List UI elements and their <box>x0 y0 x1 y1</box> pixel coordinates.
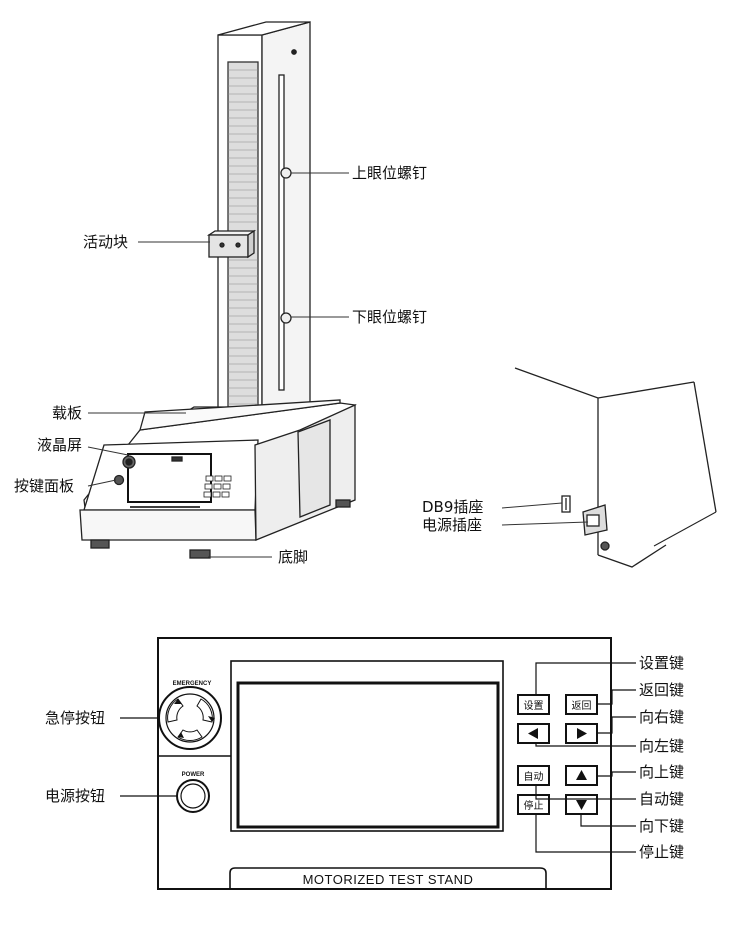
auto-key[interactable]: 自动 <box>517 765 550 786</box>
label-foot: 底脚 <box>278 548 308 566</box>
power-label: POWER <box>182 772 205 778</box>
top-callout-lines <box>87 172 589 558</box>
front-panel: MOTORIZED TEST STAND <box>157 637 612 890</box>
callout-back-key: 返回键 <box>639 681 684 699</box>
panel-callout-lines <box>120 662 636 853</box>
right-arrow-key[interactable] <box>565 723 598 744</box>
right-arrow-icon <box>577 728 587 739</box>
callout-down-key: 向下键 <box>639 817 684 835</box>
callout-left-key: 向左键 <box>639 737 684 755</box>
test-stand-illustration <box>79 21 357 559</box>
left-arrow-key[interactable] <box>517 723 550 744</box>
label-lcd-screen: 液晶屏 <box>37 436 82 454</box>
stop-key[interactable]: 停止 <box>517 794 550 815</box>
power-button[interactable]: POWER <box>176 772 210 813</box>
left-arrow-icon <box>528 728 538 739</box>
up-arrow-icon <box>576 770 587 780</box>
callout-power-button: 电源按钮 <box>45 787 105 805</box>
auto-key-label: 自动 <box>524 770 544 783</box>
callout-stop-key: 停止键 <box>639 843 684 861</box>
settings-key-label: 设置 <box>524 700 544 712</box>
label-moving-block: 活动块 <box>83 233 128 251</box>
settings-key[interactable]: 设置 <box>517 694 550 715</box>
stop-key-label: 停止 <box>524 799 544 812</box>
display-screen <box>236 681 500 829</box>
callout-emergency-button: 急停按钮 <box>45 709 105 727</box>
label-lower-limit-screw: 下眼位螺钉 <box>352 308 427 326</box>
label-upper-limit-screw: 上眼位螺钉 <box>352 164 427 182</box>
emergency-label: EMERGENCY <box>173 681 212 687</box>
callout-settings-key: 设置键 <box>639 654 684 672</box>
down-arrow-key[interactable] <box>565 794 598 815</box>
panel-title: MOTORIZED TEST STAND <box>303 872 474 887</box>
callout-auto-key: 自动键 <box>639 790 684 808</box>
callout-right-key: 向右键 <box>639 708 684 726</box>
callout-up-key: 向上键 <box>639 763 684 781</box>
emergency-stop-button[interactable]: EMERGENCY <box>158 681 222 750</box>
rear-corner-illustration <box>514 367 717 568</box>
label-db9-socket: DB9插座 <box>422 498 483 516</box>
up-arrow-key[interactable] <box>565 765 598 786</box>
down-arrow-icon <box>576 800 587 810</box>
title-strip <box>229 867 547 889</box>
label-keypad-panel: 按键面板 <box>14 477 74 495</box>
back-key-label: 返回 <box>572 700 592 712</box>
label-load-plate: 载板 <box>52 404 82 422</box>
label-power-socket: 电源插座 <box>422 516 482 534</box>
back-key[interactable]: 返回 <box>565 694 598 715</box>
